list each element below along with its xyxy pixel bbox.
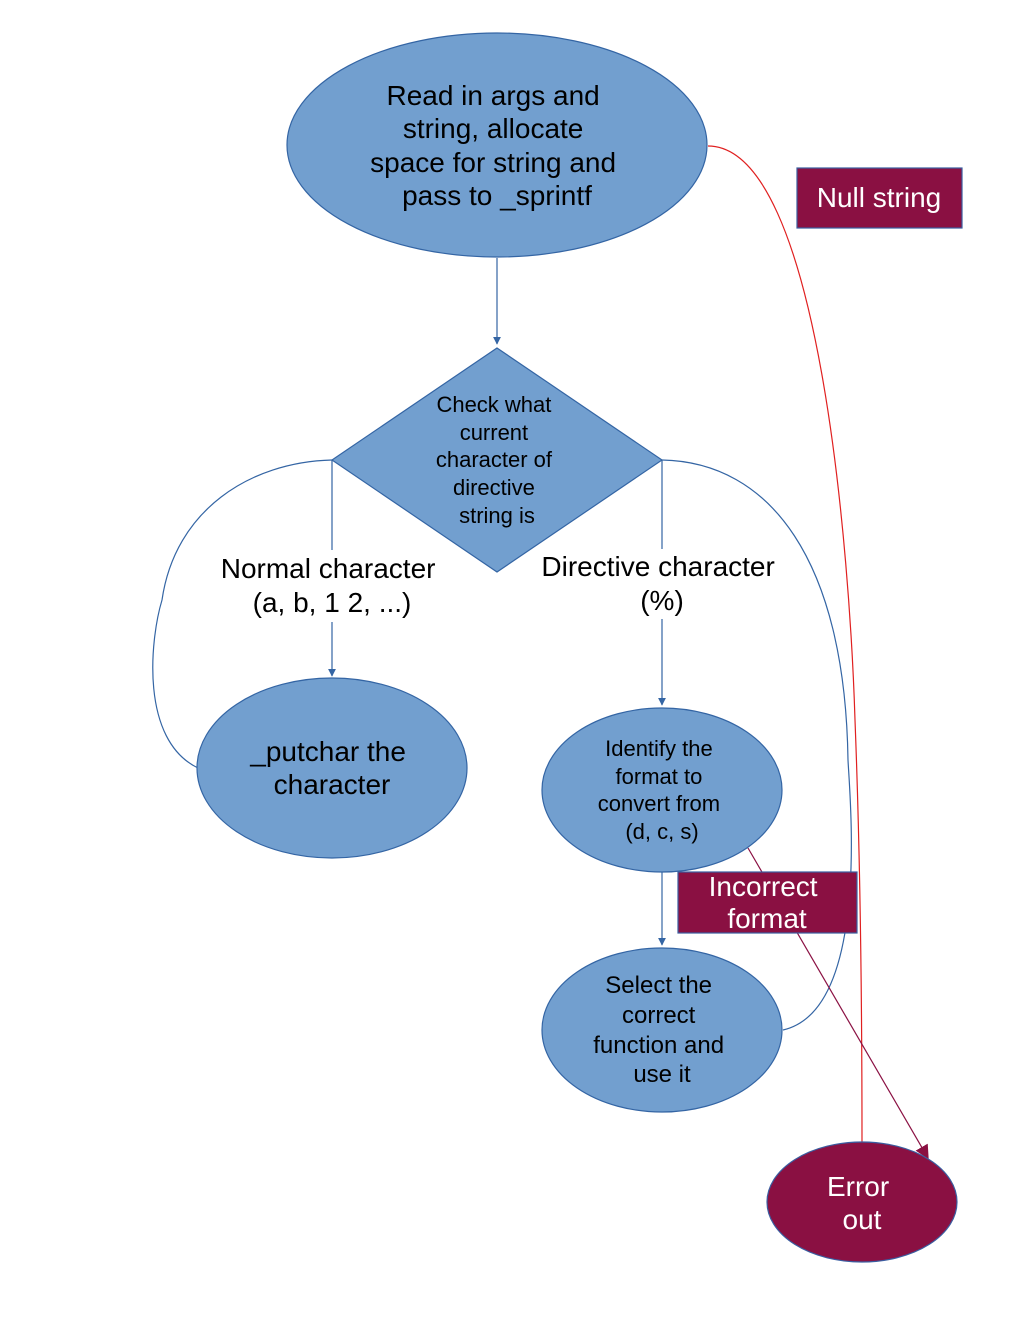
node-identify-shape	[541, 707, 783, 873]
svg-text:Incorrect format: Incorrect format	[709, 871, 826, 934]
svg-text:Null string: Null string	[817, 182, 941, 213]
edge-label-null-string: Null string	[796, 167, 963, 229]
node-decision: Check what current character of directiv…	[330, 347, 664, 573]
node-error: Error out	[766, 1141, 958, 1263]
edge-label-normal: Normal character (a, b, 1 2, ...)	[216, 550, 448, 622]
node-decision-line: current	[460, 420, 528, 445]
node-start: Read in args and string, allocate space …	[286, 32, 708, 258]
node-identify-line: format to	[616, 764, 703, 789]
edge-label-incorrect-format-box	[677, 871, 858, 934]
node-decision-shape	[330, 347, 664, 573]
node-select-line: use it	[633, 1061, 691, 1088]
node-identify-line: Identify the	[605, 736, 713, 761]
edge-label-incorrect-format-line: format	[727, 903, 807, 934]
svg-text:Select the correct: Select the correct function and use it	[593, 972, 730, 1088]
node-select-line: correct	[622, 1002, 696, 1029]
node-decision-line: string is	[459, 503, 535, 528]
node-putchar-line: _putchar the	[249, 736, 406, 767]
edge-label-incorrect-format-line: Incorrect	[709, 871, 818, 902]
svg-text:Read in args and string,: Read in args and string, allocate space …	[370, 80, 624, 211]
svg-text:Normal character (a, b,: Normal character (a, b, 1 2, ...)	[221, 553, 444, 618]
edge-label-null-string-box	[796, 167, 963, 229]
svg-text:Directive character (%): Directive character (%)	[541, 551, 782, 616]
node-putchar-line: character	[274, 769, 391, 800]
edge-null-string	[707, 145, 863, 1144]
edge-label-normal-line: Normal character	[221, 553, 436, 584]
node-start-shape	[286, 32, 708, 258]
node-select-line: function and	[593, 1032, 724, 1059]
node-identify-line: (d, c, s)	[625, 819, 698, 844]
svg-text:Check what current: Check what current character of directiv…	[436, 392, 558, 528]
edge-putchar-loop-back	[152, 459, 333, 769]
node-identify: Identify the format to convert from (d, …	[541, 707, 783, 873]
node-decision-line: Check what	[436, 392, 551, 417]
node-putchar: _putchar the character	[196, 677, 468, 859]
node-select-shape	[541, 947, 783, 1113]
edge-label-normal-bg	[216, 550, 448, 622]
svg-text:Identify the format to: Identify the format to convert from (d, …	[598, 736, 726, 844]
node-error-line: out	[843, 1204, 882, 1235]
node-error-line: Error	[827, 1171, 889, 1202]
edge-label-directive-bg	[536, 549, 788, 619]
edge-select-loop-back	[661, 459, 852, 1031]
node-start-line: Read in args and	[386, 80, 599, 111]
node-decision-line: character of	[436, 447, 553, 472]
node-select: Select the correct function and use it	[541, 947, 783, 1113]
node-start-line: string, allocate	[403, 113, 584, 144]
node-putchar-shape	[196, 677, 468, 859]
edge-label-directive-line: Directive character	[541, 551, 774, 582]
edge-label-null-string-line: Null string	[817, 182, 941, 213]
svg-text:Error out: Error out	[827, 1171, 897, 1235]
node-decision-line: directive	[453, 475, 535, 500]
node-error-shape	[766, 1141, 958, 1263]
edge-label-directive: Directive character (%)	[536, 549, 788, 619]
node-start-line: space for string and	[370, 147, 616, 178]
svg-text:_putchar the character: _putchar the character	[249, 736, 413, 800]
node-identify-line: convert from	[598, 791, 720, 816]
node-select-line: Select the	[605, 972, 712, 999]
node-start-line: pass to _sprintf	[402, 180, 592, 211]
edge-label-directive-line: (%)	[640, 585, 684, 616]
edge-label-incorrect-format: Incorrect format	[677, 871, 858, 934]
edge-label-normal-line: (a, b, 1 2, ...)	[253, 587, 412, 618]
